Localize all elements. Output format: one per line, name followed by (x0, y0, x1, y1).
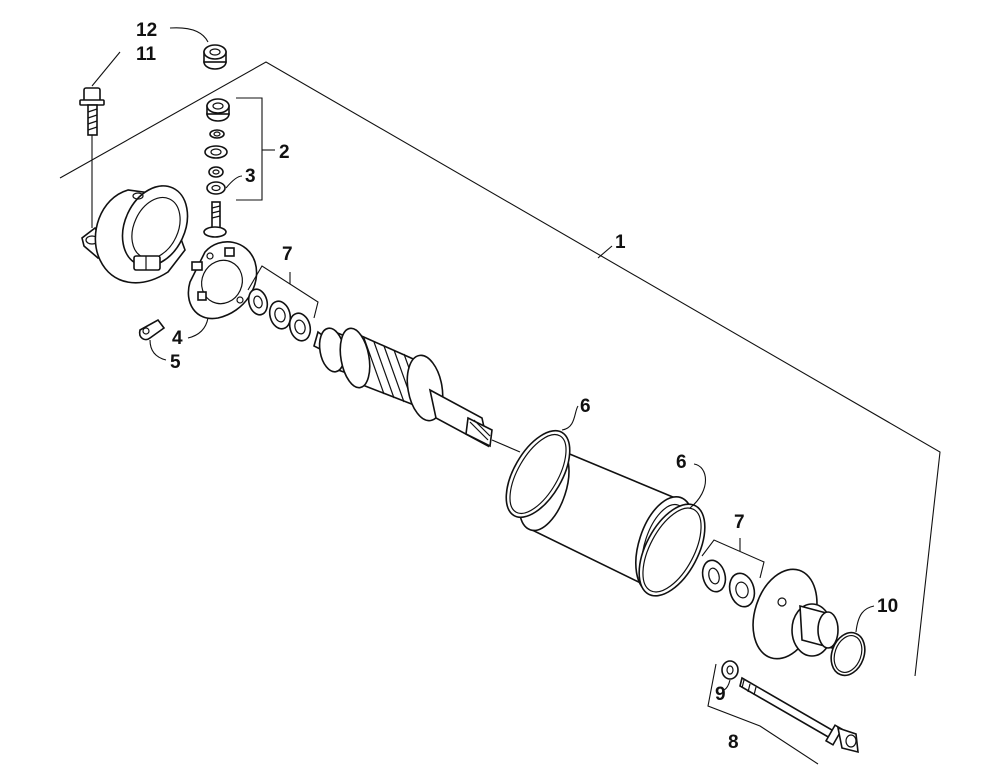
leader-11 (91, 51, 121, 87)
assembly-outline (59, 61, 941, 677)
bolt-part (79, 87, 105, 228)
nut-part (203, 44, 227, 70)
washer-set-left (247, 288, 312, 342)
callout-4: 4 (172, 328, 183, 349)
armature (313, 327, 521, 453)
through-bolt (739, 676, 859, 754)
leader-9 (723, 679, 731, 691)
front-cover (752, 568, 839, 660)
callout-7b: 7 (734, 512, 745, 533)
terminal-bolt (203, 201, 227, 238)
brush-clip (138, 318, 166, 341)
o-ring-front (505, 429, 571, 519)
leader-5 (149, 339, 167, 361)
leader-6b (689, 463, 706, 509)
callout-7a: 7 (282, 244, 293, 265)
brush-plate (187, 241, 258, 320)
callout-9: 9 (715, 684, 726, 705)
rear-cover-housing (81, 185, 189, 284)
leader-6a (561, 405, 579, 431)
washer-9 (721, 660, 739, 680)
callout-10: 10 (877, 596, 898, 617)
callout-5: 5 (170, 352, 181, 373)
callout-2: 2 (279, 142, 290, 163)
terminal-hardware-stack (204, 98, 230, 195)
o-ring-front-cover (830, 631, 866, 677)
o-ring-rear (638, 503, 706, 597)
bracket-8 (707, 663, 819, 765)
bracket-7-right (701, 539, 765, 579)
leader-1 (597, 245, 613, 259)
callout-3: 3 (245, 166, 256, 187)
callout-8: 8 (728, 732, 739, 753)
leader-12 (169, 27, 209, 43)
washer-set-right (701, 559, 756, 608)
bracket-2 (236, 97, 263, 201)
leader-10 (855, 605, 875, 633)
leader-4 (187, 317, 209, 339)
callout-11: 11 (136, 44, 157, 65)
callout-1: 1 (615, 232, 626, 253)
leader-3 (225, 175, 243, 189)
callout-12: 12 (136, 20, 157, 41)
callout-6b: 6 (676, 452, 687, 473)
callout-6a: 6 (580, 396, 591, 417)
